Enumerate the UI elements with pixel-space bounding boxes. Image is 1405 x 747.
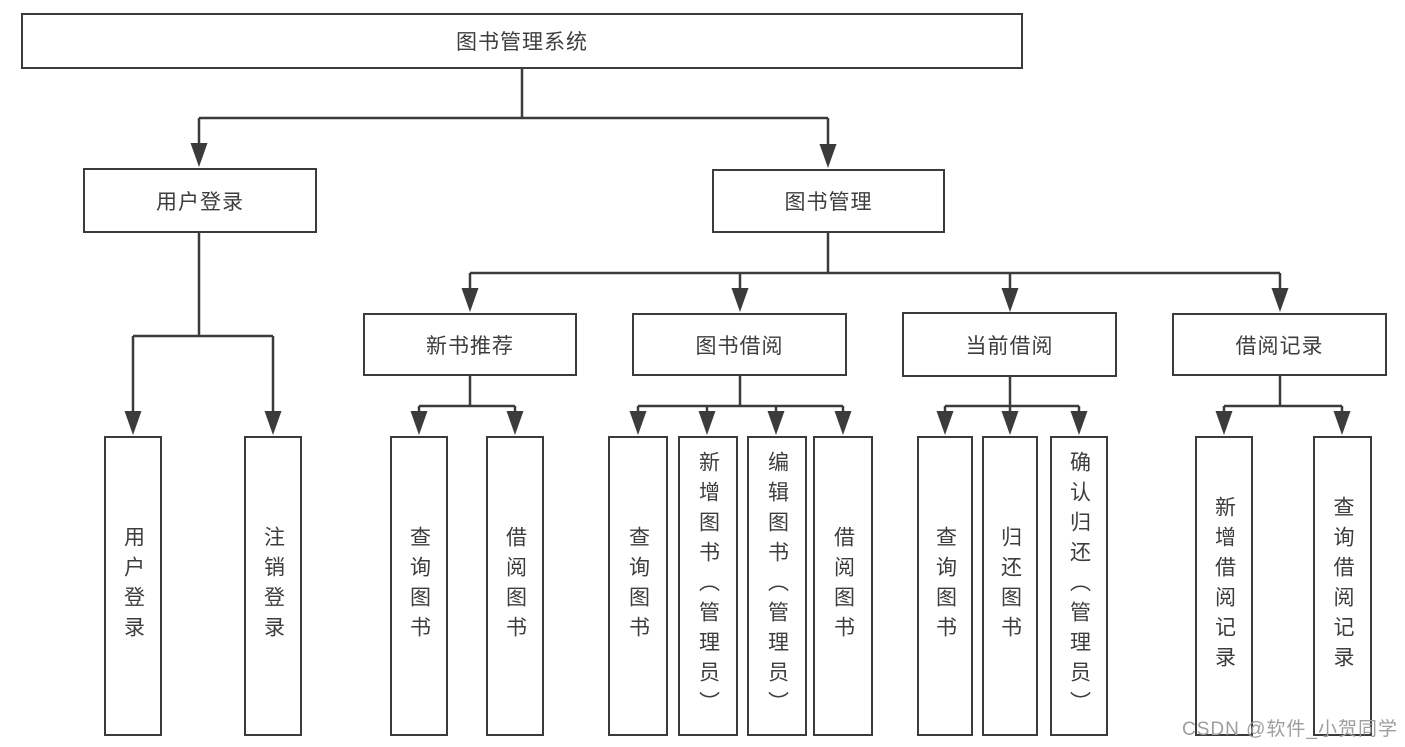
- node-borrow-record-label: 借阅记录: [1235, 334, 1324, 358]
- leaf-add-books-admin-label: 新增图书（管理员）: [696, 451, 720, 721]
- leaf-add-borrow-record: 新增借阅记录: [1195, 436, 1253, 736]
- leaf-recommend-borrow-books: 借阅图书: [486, 436, 544, 736]
- node-new-book-recommend: 新书推荐: [363, 313, 577, 376]
- node-current-borrow: 当前借阅: [902, 312, 1117, 377]
- arrow-down-icon: [1001, 411, 1019, 435]
- node-book-management-label: 图书管理: [784, 191, 873, 214]
- node-user-login: 用户登录: [83, 168, 317, 233]
- leaf-user-login: 用户登录: [104, 436, 162, 736]
- arrowheads: [124, 143, 1351, 435]
- connector-paths: [131, 69, 1344, 416]
- leaf-recommend-query-books-label: 查询图书: [407, 526, 431, 646]
- arrow-down-icon: [506, 411, 524, 435]
- arrow-down-icon: [629, 411, 647, 435]
- leaf-current-query-books-label: 查询图书: [933, 526, 957, 646]
- node-root-label: 图书管理系统: [456, 31, 588, 54]
- arrow-down-icon: [124, 411, 142, 435]
- leaf-query-borrow-record: 查询借阅记录: [1313, 436, 1372, 736]
- arrow-down-icon: [461, 288, 479, 312]
- leaf-borrow-query-books-label: 查询图书: [626, 526, 650, 646]
- node-user-login-label: 用户登录: [156, 190, 244, 214]
- leaf-recommend-query-books: 查询图书: [390, 436, 448, 736]
- leaf-return-books-label: 归还图书: [998, 526, 1022, 646]
- arrow-down-icon: [1333, 411, 1351, 435]
- leaf-confirm-return-admin-label: 确认归还（管理员）: [1067, 451, 1091, 721]
- arrow-down-icon: [1271, 288, 1289, 312]
- arrow-down-icon: [190, 143, 208, 167]
- node-book-borrow-label: 图书借阅: [695, 334, 784, 358]
- node-borrow-record: 借阅记录: [1172, 313, 1387, 376]
- leaf-add-borrow-record-label: 新增借阅记录: [1212, 496, 1236, 676]
- leaf-edit-books-admin: 编辑图书（管理员）: [747, 436, 807, 736]
- arrow-down-icon: [698, 411, 716, 435]
- arrow-down-icon: [410, 411, 428, 435]
- leaf-user-login-label: 用户登录: [121, 526, 145, 646]
- leaf-borrow-books-label: 借阅图书: [831, 526, 855, 646]
- node-root: 图书管理系统: [21, 13, 1023, 69]
- arrow-down-icon: [1070, 411, 1088, 435]
- node-current-borrow-label: 当前借阅: [965, 334, 1054, 358]
- arrow-down-icon: [1001, 288, 1019, 312]
- arrow-down-icon: [767, 411, 785, 435]
- arrow-down-icon: [936, 411, 954, 435]
- arrow-down-icon: [834, 411, 852, 435]
- leaf-borrow-query-books: 查询图书: [608, 436, 668, 736]
- node-new-book-recommend-label: 新书推荐: [426, 334, 514, 358]
- leaf-edit-books-admin-label: 编辑图书（管理员）: [765, 451, 789, 721]
- arrow-down-icon: [819, 144, 837, 168]
- node-book-borrow: 图书借阅: [632, 313, 847, 376]
- leaf-borrow-books: 借阅图书: [813, 436, 873, 736]
- arrow-down-icon: [731, 288, 749, 312]
- leaf-query-borrow-record-label: 查询借阅记录: [1331, 496, 1354, 676]
- leaf-recommend-borrow-books-label: 借阅图书: [503, 526, 527, 646]
- arrow-down-icon: [264, 411, 282, 435]
- leaf-confirm-return-admin: 确认归还（管理员）: [1050, 436, 1108, 736]
- leaf-return-books: 归还图书: [982, 436, 1038, 736]
- csdn-watermark: CSDN @软件_小贺同学: [1182, 719, 1398, 740]
- leaf-current-query-books: 查询图书: [917, 436, 973, 736]
- leaf-add-books-admin: 新增图书（管理员）: [678, 436, 738, 736]
- node-book-management: 图书管理: [712, 169, 945, 233]
- leaf-logout-label: 注销登录: [261, 526, 285, 646]
- arrow-down-icon: [1215, 411, 1233, 435]
- leaf-logout: 注销登录: [244, 436, 302, 736]
